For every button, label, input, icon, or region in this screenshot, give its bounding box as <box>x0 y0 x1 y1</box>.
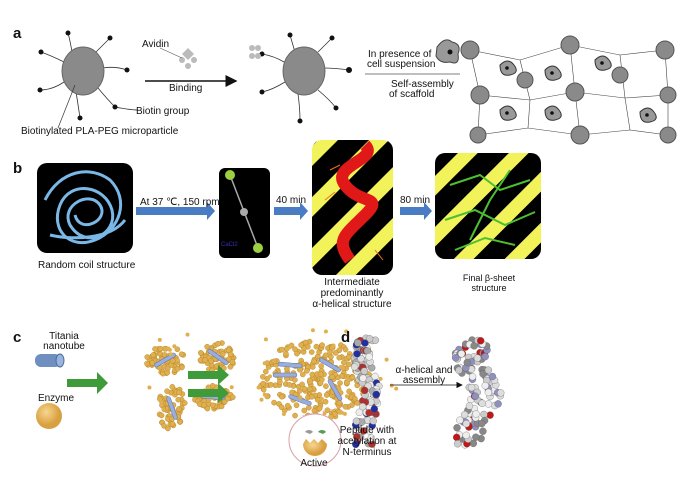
panel-label-b: b <box>13 160 23 177</box>
enzyme-label: Enzyme <box>37 393 75 404</box>
enzyme-icon <box>36 403 62 429</box>
titania-line1: Titania <box>49 331 79 342</box>
final-line2: structure <box>471 283 507 293</box>
microparticle-1 <box>37 30 139 129</box>
peptide-line3: N-terminus <box>342 447 392 458</box>
cacl2-label: CaCl2 <box>221 242 238 248</box>
active-label: Active <box>300 458 328 469</box>
microparticle-2 <box>249 32 352 124</box>
intermediate-line1: Intermediate <box>324 277 380 288</box>
presence-line1: In presence of <box>368 49 432 60</box>
assembled-peptide-model <box>451 336 505 449</box>
condition-label: At 37 ℃, 150 rpm <box>140 197 220 208</box>
peptide-line1: Peptide with <box>339 425 395 436</box>
peptide-model <box>350 334 383 449</box>
microparticle-label: Biotinylated PLA-PEG microparticle <box>21 126 179 137</box>
time-80min-label: 80 min <box>400 195 431 206</box>
green-arrow-1 <box>67 372 108 394</box>
avidin-icon <box>159 47 197 69</box>
green-arrow-3 <box>188 383 229 403</box>
panel-label-a: a <box>13 25 22 42</box>
intermediate-line3: α-helical structure <box>312 299 392 310</box>
avidin-label: Avidin <box>142 39 170 50</box>
beta-sheet-image <box>435 153 541 259</box>
intermediate-line2: predominantly <box>320 288 384 299</box>
random-coil-label: Random coil structure <box>38 260 136 271</box>
arrow-label-line1: α-helical and <box>395 365 453 376</box>
green-arrow-2 <box>188 365 229 385</box>
self-assembly-line2: of scaffold <box>389 89 435 100</box>
final-line1: Final β-sheet <box>462 273 516 283</box>
peptide-line2: acetylation at <box>337 436 397 447</box>
enzyme-nanotube-clusters <box>144 328 399 432</box>
titania-nanotube-icon <box>35 353 65 368</box>
presence-line2: cell suspension <box>367 59 436 70</box>
panel-label-d: d <box>341 329 351 346</box>
biotin-group-label: Biotin group <box>136 106 190 117</box>
scaffold-network <box>460 35 677 145</box>
binding-label: Binding <box>169 83 203 94</box>
alpha-helix-image <box>312 140 393 275</box>
arrow-40min <box>274 202 308 220</box>
arrow-label-line2: assembly <box>402 375 446 386</box>
panel-label-c: c <box>13 329 22 346</box>
arrow-37c <box>136 202 215 220</box>
time-40min-label: 40 min <box>276 195 307 206</box>
random-coil-image <box>37 163 133 253</box>
active-enzyme-inset <box>288 399 376 467</box>
arrow-80min <box>400 202 432 220</box>
titania-line2: nanotube <box>43 341 85 352</box>
cacl2-image <box>219 168 270 258</box>
self-assembly-line1: Self-assembly <box>391 79 454 90</box>
